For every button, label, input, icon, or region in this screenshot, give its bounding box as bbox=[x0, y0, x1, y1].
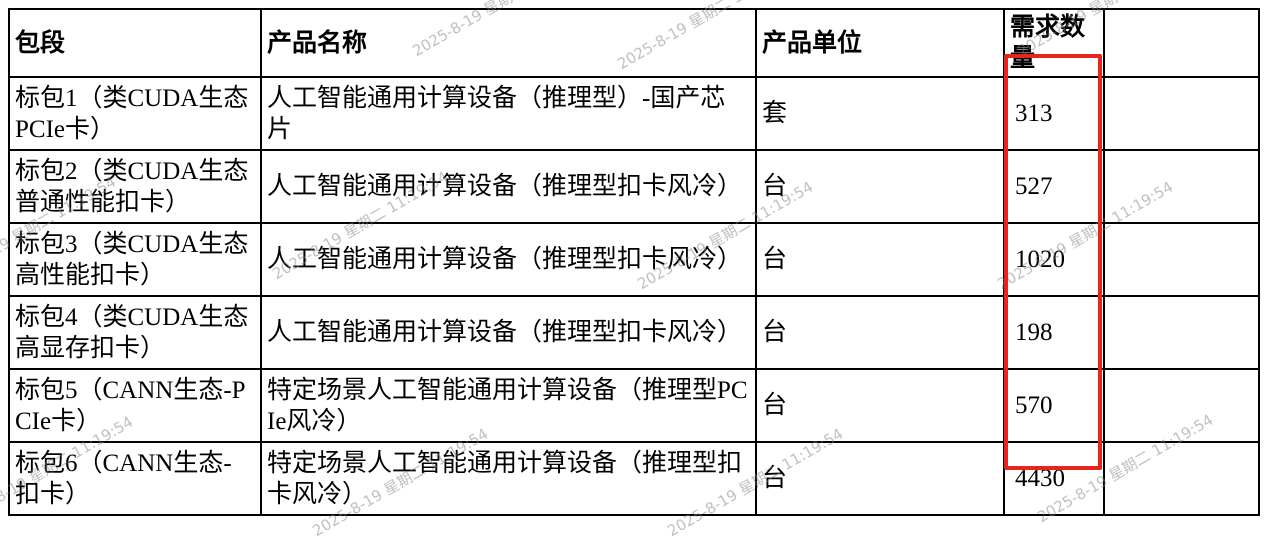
cell-product: 人工智能通用计算设备（推理型扣卡风冷） bbox=[260, 295, 757, 370]
table-body: 标包1（类CUDA生态PCIe卡） 人工智能通用计算设备（推理型）-国产芯片 套… bbox=[8, 76, 1260, 516]
cell-unit: 台 bbox=[755, 368, 1005, 443]
table-row: 标包3（类CUDA生态高性能扣卡） 人工智能通用计算设备（推理型扣卡风冷） 台 … bbox=[8, 222, 1260, 297]
table-row: 标包2（类CUDA生态普通性能扣卡） 人工智能通用计算设备（推理型扣卡风冷） 台… bbox=[8, 149, 1260, 224]
table-header: 包段 产品名称 产品单位 需求数量 bbox=[8, 8, 1260, 78]
cell-product: 特定场景人工智能通用计算设备（推理型PCIe风冷） bbox=[260, 368, 757, 443]
procurement-table: 包段 产品名称 产品单位 需求数量 标包1（类CUDA生态PCIe卡） 人工智能… bbox=[8, 8, 1260, 516]
cell-package: 标包4（类CUDA生态高显存扣卡） bbox=[8, 295, 262, 370]
cell-package: 标包2（类CUDA生态普通性能扣卡） bbox=[8, 149, 262, 224]
cell-extra bbox=[1103, 76, 1260, 151]
header-quantity: 需求数量 bbox=[1003, 8, 1105, 78]
cell-unit: 台 bbox=[755, 149, 1005, 224]
cell-product: 人工智能通用计算设备（推理型）-国产芯片 bbox=[260, 76, 757, 151]
cell-extra bbox=[1103, 222, 1260, 297]
header-product: 产品名称 bbox=[260, 8, 757, 78]
table-row: 标包4（类CUDA生态高显存扣卡） 人工智能通用计算设备（推理型扣卡风冷） 台 … bbox=[8, 295, 1260, 370]
header-extra bbox=[1103, 8, 1260, 78]
header-package: 包段 bbox=[8, 8, 262, 78]
cell-extra bbox=[1103, 149, 1260, 224]
cell-package: 标包5（CANN生态-PCIe卡） bbox=[8, 368, 262, 443]
cell-quantity: 570 bbox=[1003, 368, 1105, 443]
cell-unit: 套 bbox=[755, 76, 1005, 151]
cell-extra bbox=[1103, 295, 1260, 370]
cell-package: 标包3（类CUDA生态高性能扣卡） bbox=[8, 222, 262, 297]
table-row: 标包5（CANN生态-PCIe卡） 特定场景人工智能通用计算设备（推理型PCIe… bbox=[8, 368, 1260, 443]
cell-product: 人工智能通用计算设备（推理型扣卡风冷） bbox=[260, 222, 757, 297]
cell-quantity: 4430 bbox=[1003, 441, 1105, 516]
cell-extra bbox=[1103, 368, 1260, 443]
cell-extra bbox=[1103, 441, 1260, 516]
header-unit: 产品单位 bbox=[755, 8, 1005, 78]
cell-unit: 台 bbox=[755, 441, 1005, 516]
cell-unit: 台 bbox=[755, 295, 1005, 370]
cell-quantity: 198 bbox=[1003, 295, 1105, 370]
cell-product: 特定场景人工智能通用计算设备（推理型扣卡风冷） bbox=[260, 441, 757, 516]
header-row: 包段 产品名称 产品单位 需求数量 bbox=[8, 8, 1260, 78]
cell-package: 标包1（类CUDA生态PCIe卡） bbox=[8, 76, 262, 151]
cell-package: 标包6（CANN生态-扣卡） bbox=[8, 441, 262, 516]
cell-product: 人工智能通用计算设备（推理型扣卡风冷） bbox=[260, 149, 757, 224]
cell-unit: 台 bbox=[755, 222, 1005, 297]
cell-quantity: 1020 bbox=[1003, 222, 1105, 297]
table-row: 标包1（类CUDA生态PCIe卡） 人工智能通用计算设备（推理型）-国产芯片 套… bbox=[8, 76, 1260, 151]
cell-quantity: 313 bbox=[1003, 76, 1105, 151]
cell-quantity: 527 bbox=[1003, 149, 1105, 224]
table-row: 标包6（CANN生态-扣卡） 特定场景人工智能通用计算设备（推理型扣卡风冷） 台… bbox=[8, 441, 1260, 516]
